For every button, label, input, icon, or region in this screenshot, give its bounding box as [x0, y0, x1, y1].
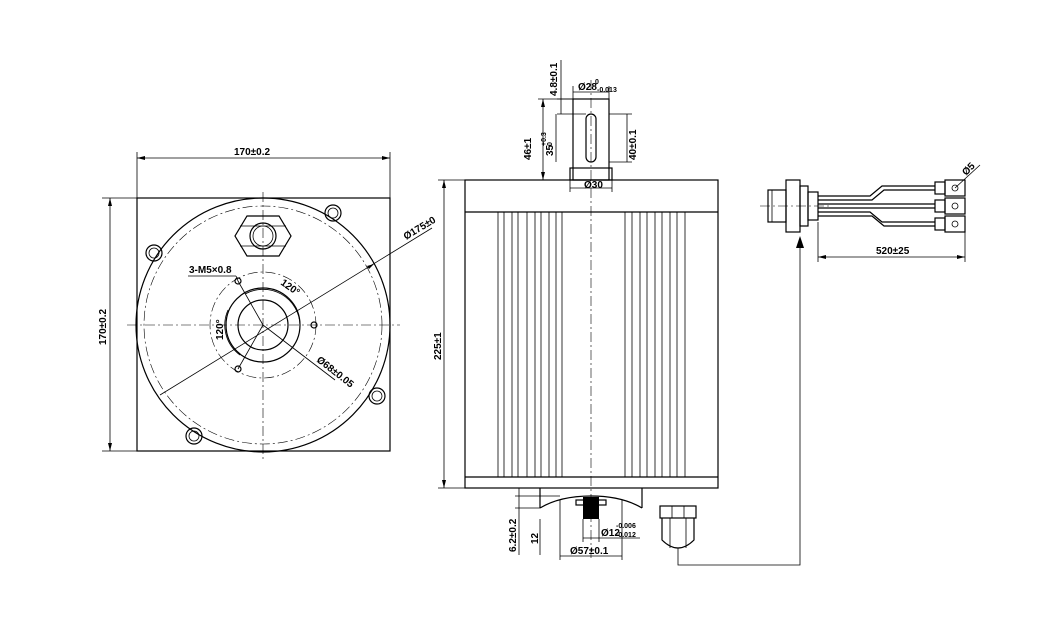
shaft-tol-upper: 0	[595, 79, 599, 86]
terminal	[934, 217, 946, 231]
terminal	[944, 197, 966, 215]
front-pilot-dim: Ø68±0.05	[314, 355, 356, 391]
keyway	[585, 113, 597, 163]
terminal	[944, 215, 966, 233]
shoulder-diam-dim: Ø30	[584, 180, 603, 191]
terminal-dim: Ø5	[960, 161, 978, 179]
side-view: Ø28 0 -0.013 4.8±0.1 46±1 35 +0.3 0 40±0…	[433, 60, 804, 566]
rear-len-dim: 12	[530, 532, 541, 544]
key-offset-dim: 4.8±0.1	[549, 62, 560, 96]
front-pilot-outer	[209, 271, 317, 379]
mounting-hole	[145, 244, 163, 262]
rear-boss-diam-dim: Ø57±0.1	[570, 546, 609, 557]
front-hub-inner	[237, 299, 289, 351]
shaft-shoulder	[569, 167, 613, 181]
rear-shaft-tol-upper: -0.006	[616, 523, 636, 530]
terminal	[934, 181, 946, 195]
thread-hole	[234, 277, 242, 285]
front-angle-label: 120°	[278, 277, 301, 298]
key-tol-lower: 0	[547, 142, 554, 146]
front-height-dim: 170±0.2	[98, 308, 109, 345]
thread-hole	[310, 321, 318, 329]
shaft-tol-lower: -0.013	[597, 87, 617, 94]
front-view: 170±0.2 170±0.2 Ø175±0 Ø68±0.05 3-M5×0.8…	[98, 147, 438, 460]
key-dim: 35	[545, 144, 556, 156]
front-width-dim: 170±0.2	[234, 147, 271, 158]
rear-shaft-diam-dim: Ø12	[601, 528, 620, 539]
keyway-length-dim: 40±0.1	[628, 129, 639, 160]
front-flange-square	[136, 197, 391, 452]
cooling-fins	[497, 212, 686, 477]
cable-length-dim: 520±25	[876, 246, 910, 257]
rear-cable-gland	[659, 505, 697, 549]
front-pcd-dim: Ø175±0	[402, 215, 438, 243]
key-tol-upper: +0.3	[541, 132, 548, 146]
front-angle-label: 120°	[215, 319, 226, 340]
wire-bot	[818, 211, 935, 223]
terminal	[934, 199, 946, 213]
thread-hole	[234, 365, 242, 373]
front-thread-dim: 3-M5×0.8	[189, 265, 232, 276]
shaft-length-dim: 46±1	[523, 137, 534, 160]
mounting-hole	[324, 204, 342, 222]
body-length-dim: 225±1	[433, 332, 444, 360]
cable-assembly: Ø5 520±25	[760, 161, 981, 262]
rear-step-dim: 6.2±0.2	[508, 518, 519, 552]
mounting-hole	[185, 427, 203, 445]
front-cable-gland	[234, 215, 292, 257]
rear-shaft-tol-lower: -0.012	[616, 532, 636, 539]
rear-boss	[539, 495, 643, 509]
mounting-hole	[368, 387, 386, 405]
shaft-diam-dim: Ø28	[578, 82, 597, 93]
wire-top	[818, 185, 935, 197]
terminal	[944, 179, 966, 197]
rear-shaft	[583, 497, 599, 519]
side-body	[464, 179, 719, 489]
